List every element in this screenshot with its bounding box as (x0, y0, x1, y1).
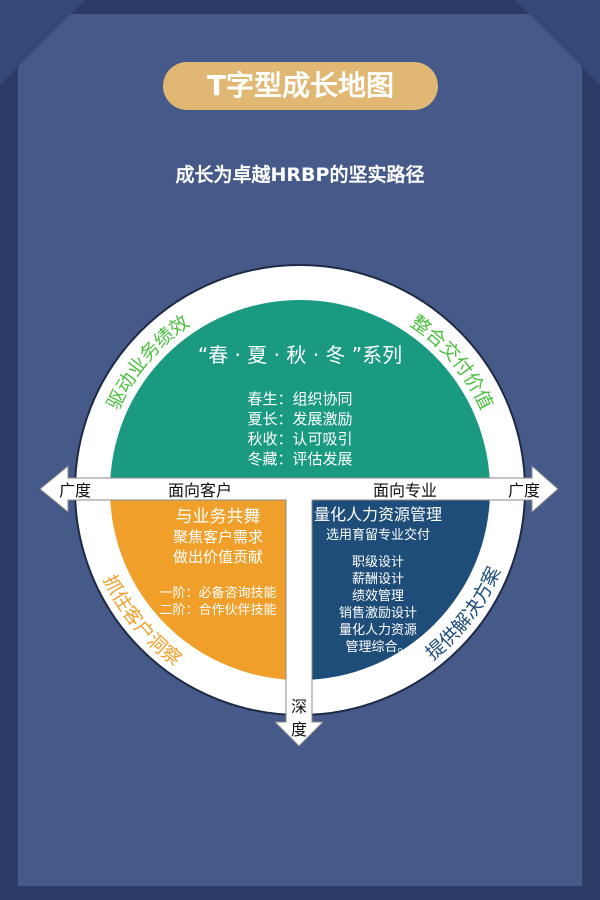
teal-section (110, 300, 490, 478)
professional-heading: 量化人力资源管理 (314, 505, 442, 524)
professional-item: 量化人力资源 (339, 623, 417, 638)
depth-label-1: 深 (291, 697, 307, 716)
season-line: 春生：组织协同 (247, 390, 352, 408)
professional-item: 管理综合。 (345, 640, 410, 655)
depth-label-2: 度 (291, 720, 307, 739)
customer-level: 一阶：必备咨询技能 (159, 585, 276, 601)
axis-label-left: 广度 (59, 481, 91, 500)
customer-label: 面向客户 (168, 481, 232, 500)
professional-item: 职级设计 (352, 555, 404, 570)
subtitle: 成长为卓越HRBP的坚实路径 (175, 164, 425, 186)
professional-item: 绩效管理 (352, 589, 404, 604)
orange-section (110, 500, 286, 680)
axis-label-right: 广度 (508, 481, 540, 500)
season-line: 夏长：发展激励 (247, 410, 352, 428)
season-line: 冬藏：评估发展 (247, 450, 352, 468)
customer-line: 做出价值贡献 (173, 548, 263, 566)
season-line: 秋收：认可吸引 (247, 430, 352, 448)
professional-label: 面向专业 (373, 481, 437, 500)
customer-line: 与业务共舞 (176, 507, 261, 527)
professional-sub: 选用育留专业交付 (326, 527, 430, 543)
professional-item: 销售激励设计 (339, 605, 417, 621)
professional-item: 薪酬设计 (352, 572, 404, 587)
title-badge: T字型成长地图 (163, 62, 438, 110)
customer-level: 二阶：合作伙伴技能 (159, 603, 276, 618)
blue-section (312, 500, 490, 680)
t-arrows (39, 464, 559, 747)
customer-line: 聚焦客户需求 (173, 528, 263, 546)
season-heading: “春 · 夏 · 秋 · 冬 ”系列 (198, 343, 402, 367)
